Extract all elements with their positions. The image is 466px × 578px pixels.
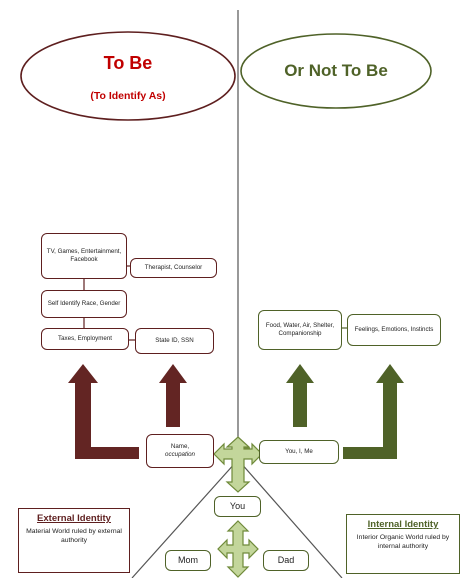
food-box: Food, Water, Air, Shelter, Companionship — [258, 310, 342, 350]
dad-box: Dad — [263, 550, 309, 571]
you-family-arrow — [217, 520, 259, 578]
name-box: Name, occupation — [146, 434, 214, 468]
you-i-me-box: You, I, Me — [259, 440, 339, 464]
to-be-subtitle: (To Identify As) — [90, 90, 166, 102]
tv-games-box: TV, Games, Entertainment, Facebook — [41, 233, 127, 279]
pyramid-left-edge — [131, 461, 237, 578]
external-identity-desc: Material World ruled by external authori… — [26, 528, 122, 545]
name-label: Name, — [170, 442, 190, 450]
state-id-box: State ID, SSN — [135, 328, 214, 354]
not-to-be-title: Or Not To Be — [284, 61, 388, 80]
external-identity-legend: External Identity Material World ruled b… — [18, 508, 130, 573]
to-be-ellipse — [20, 31, 236, 121]
therapist-box: Therapist, Counselor — [130, 258, 217, 278]
self-identify-box: Self Identify Race, Gender — [41, 290, 127, 318]
internal-identity-title: Internal Identity — [367, 519, 439, 530]
pyramid-right-edge — [239, 461, 343, 578]
taxes-box: Taxes, Employment — [41, 328, 129, 350]
occupation-label: occupation — [165, 451, 195, 458]
red-up-arrow — [159, 364, 187, 427]
internal-identity-legend: Internal Identity Interior Organic World… — [346, 514, 460, 574]
green-l-arrow — [343, 364, 404, 459]
center-four-way-arrow-body — [213, 436, 263, 493]
you-box: You — [214, 496, 261, 517]
green-up-arrow — [286, 364, 314, 427]
to-be-title: To Be — [103, 52, 153, 73]
feelings-box: Feelings, Emotions, Instincts — [347, 314, 441, 346]
mom-box: Mom — [165, 550, 211, 571]
internal-identity-desc: Interior Organic World ruled by internal… — [356, 534, 450, 551]
red-l-arrow — [68, 364, 139, 459]
external-identity-title: External Identity — [37, 513, 111, 524]
not-to-be-ellipse — [240, 33, 432, 109]
